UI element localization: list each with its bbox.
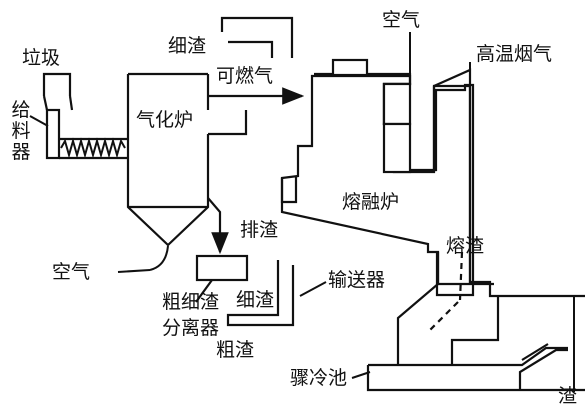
label-conveyor: 输送器 bbox=[328, 269, 386, 291]
slag-separator bbox=[195, 254, 249, 303]
label-air-bottom: 空气 bbox=[52, 261, 91, 283]
label-fine-slag-top: 细渣 bbox=[168, 35, 207, 57]
label-quench-pool: 骤冷池 bbox=[290, 367, 348, 389]
label-slag-discharge: 排渣 bbox=[240, 219, 279, 241]
conveyor bbox=[226, 260, 295, 327]
leader-air-bottom-curve bbox=[149, 245, 169, 271]
leader-feeder bbox=[29, 115, 49, 127]
label-air-top: 空气 bbox=[382, 9, 421, 31]
label-garbage: 垃圾 bbox=[22, 47, 61, 69]
leader-quench bbox=[351, 371, 371, 379]
leader-air-bottom bbox=[117, 269, 151, 273]
slag-drop-channel bbox=[396, 240, 585, 365]
screw-feeder bbox=[45, 108, 128, 160]
label-high-temp-flue-gas: 高温烟气 bbox=[476, 43, 553, 65]
gasifier bbox=[126, 72, 210, 247]
label-melting-furnace: 熔融炉 bbox=[342, 191, 400, 213]
label-separator-line1: 粗细渣 bbox=[162, 291, 220, 313]
air-port-lower bbox=[382, 122, 412, 174]
label-gasifier: 气化炉 bbox=[136, 109, 194, 131]
slag-drop-channel-right bbox=[450, 296, 500, 365]
label-coarse-slag: 粗渣 bbox=[216, 339, 255, 361]
side-burner bbox=[280, 176, 298, 204]
leader-conveyor bbox=[299, 281, 327, 297]
label-combustible-gas: 可燃气 bbox=[216, 65, 274, 87]
garbage-hopper bbox=[42, 72, 74, 111]
fine-slag-return-pipe bbox=[220, 16, 294, 58]
label-slag: 渣 bbox=[558, 385, 578, 407]
slag-scraper bbox=[521, 343, 549, 361]
label-separator-line2: 分离器 bbox=[162, 317, 220, 339]
label-feeder: 给料器 bbox=[11, 99, 31, 163]
slag-discharge-arrow bbox=[207, 197, 229, 255]
label-fine-slag-bottom: 细渣 bbox=[236, 289, 275, 311]
molten-slag-flow bbox=[458, 251, 464, 301]
top-nozzle bbox=[331, 58, 369, 77]
label-molten-slag: 熔渣 bbox=[446, 235, 485, 257]
flue-gas-stack bbox=[432, 86, 472, 240]
combustible-gas-duct bbox=[208, 87, 305, 136]
